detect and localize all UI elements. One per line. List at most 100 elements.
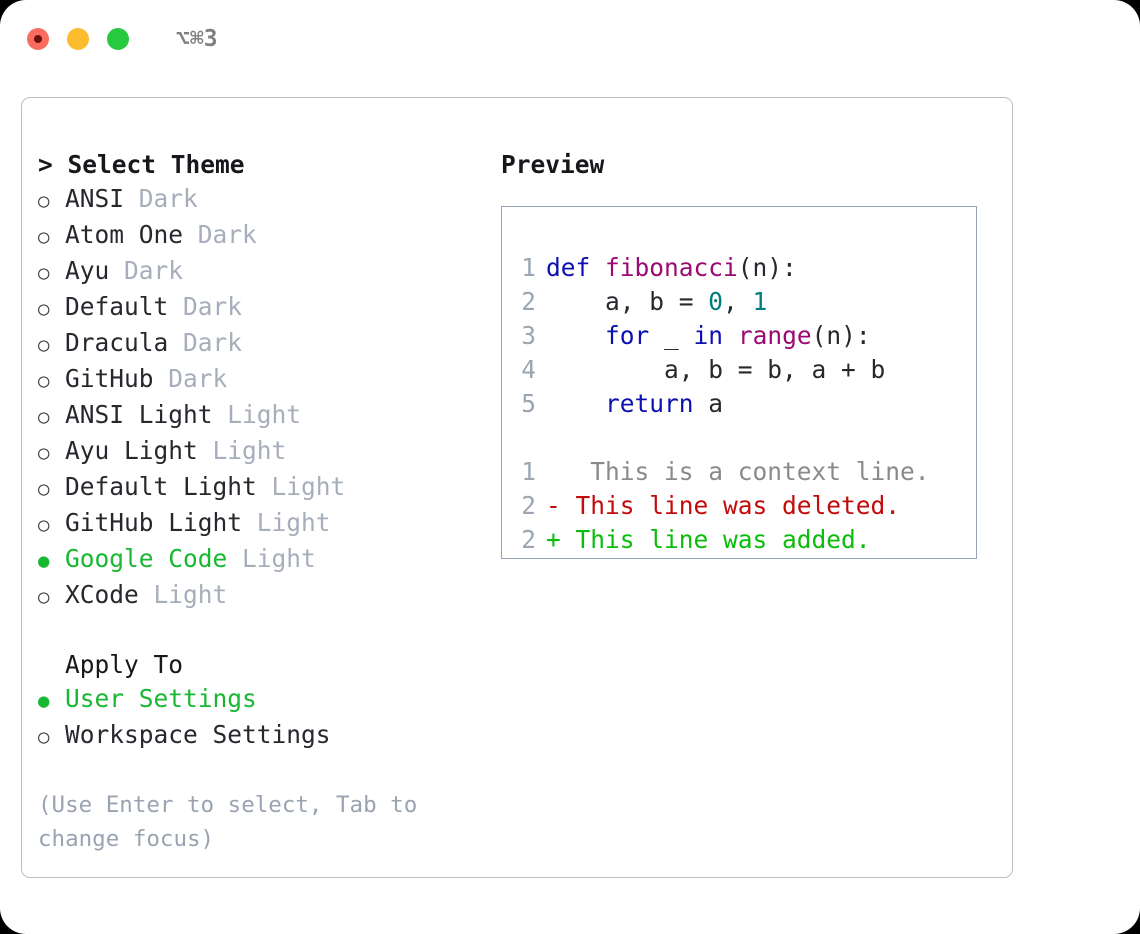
theme-option-xcode[interactable]: ○XCode Light — [38, 578, 478, 614]
window-titlebar: ⌥⌘3 — [0, 0, 1140, 78]
theme-variant-label: Light — [227, 400, 302, 429]
preview-heading: Preview — [501, 150, 605, 179]
theme-option-list: ○ANSI Dark○Atom One Dark○Ayu Dark○Defaul… — [38, 182, 478, 614]
theme-option-atom-one[interactable]: ○Atom One Dark — [38, 218, 478, 254]
close-window-button[interactable] — [27, 28, 49, 50]
label-gap — [213, 398, 228, 432]
code-line-content: return a — [546, 387, 723, 421]
code-token-plain — [723, 321, 738, 350]
theme-option-label: Default Light — [65, 472, 257, 501]
label-gap — [242, 506, 257, 540]
theme-variant-label: Dark — [124, 256, 184, 285]
label-gap — [168, 290, 183, 324]
code-token-kw: in — [693, 321, 724, 350]
theme-list-panel: > Select Theme ○ANSI Dark○Atom One Dark○… — [38, 148, 478, 856]
diff-line-ctx: 1 This is a context line. — [502, 455, 976, 489]
keyboard-shortcut-label: ⌥⌘3 — [176, 26, 218, 52]
theme-variant-label: Dark — [197, 220, 257, 249]
theme-option-ansi-light[interactable]: ○ANSI Light Light — [38, 398, 478, 434]
diff-marker: + — [546, 525, 561, 554]
code-line: 4 a, b = b, a + b — [502, 353, 976, 387]
theme-option-label: Default — [65, 292, 169, 321]
maximize-window-button[interactable] — [107, 28, 129, 50]
code-line-content: a, b = b, a + b — [546, 353, 885, 387]
label-gap — [168, 326, 183, 360]
line-number: 5 — [521, 389, 536, 418]
code-token-num: 1 — [752, 287, 768, 316]
line-number: 2 — [521, 525, 536, 554]
theme-variant-label: Dark — [183, 328, 243, 357]
theme-option-label: Dracula — [65, 328, 169, 357]
theme-option-label: Ayu Light — [65, 436, 198, 465]
diff-line-text: This line was deleted. — [560, 491, 901, 520]
theme-option-ayu[interactable]: ○Ayu Dark — [38, 254, 478, 290]
apply-to-option-list: ● User Settings ○Workspace Settings — [38, 682, 478, 754]
radio-unselected-icon: ○ — [38, 262, 50, 284]
theme-option-label: ANSI — [65, 184, 125, 213]
diff-sample: 1 This is a context line.2- This line wa… — [502, 455, 976, 557]
theme-option-label: ANSI Light — [65, 400, 213, 429]
code-token-plain: (n): — [737, 253, 797, 282]
line-number: 1 — [521, 253, 536, 282]
radio-unselected-icon: ○ — [38, 334, 50, 356]
code-token-kw: return — [605, 389, 694, 418]
code-token-plain: a, b = — [546, 287, 709, 316]
radio-unselected-icon: ○ — [38, 190, 50, 212]
label-gap — [198, 434, 213, 468]
radio-unselected-icon: ○ — [38, 370, 50, 392]
theme-option-label: Google Code — [65, 544, 228, 573]
code-token-fn: range — [737, 321, 812, 350]
apply-to-heading: Apply To — [65, 650, 184, 679]
apply-to-option-user-settings[interactable]: ● User Settings — [38, 682, 478, 718]
theme-option-google-code[interactable]: ●Google Code Light — [38, 542, 478, 578]
radio-selected-icon: ● — [38, 690, 50, 712]
theme-option-default[interactable]: ○Default Dark — [38, 290, 478, 326]
line-number: 3 — [521, 321, 536, 350]
code-line: 5 return a — [502, 387, 976, 421]
code-token-plain: a — [693, 389, 724, 418]
radio-unselected-icon: ○ — [38, 726, 50, 748]
theme-option-default-light[interactable]: ○Default Light Light — [38, 470, 478, 506]
code-line-content: def fibonacci(n): — [546, 251, 797, 285]
code-line: 3 for _ in range(n): — [502, 319, 976, 353]
theme-option-ansi[interactable]: ○ANSI Dark — [38, 182, 478, 218]
code-token-plain: , — [723, 287, 753, 316]
line-number: 2 — [521, 287, 536, 316]
code-token-plain — [590, 253, 605, 282]
label-gap — [139, 578, 154, 612]
diff-line-del: 2- This line was deleted. — [502, 489, 976, 523]
theme-variant-label: Light — [212, 436, 287, 465]
code-token-kw: for — [605, 321, 650, 350]
apply-to-option-label: User Settings — [65, 684, 257, 713]
code-line-content: a, b = 0, 1 — [546, 285, 767, 319]
theme-option-dracula[interactable]: ○ Dracula Dark — [38, 326, 478, 362]
theme-variant-label: Light — [242, 544, 316, 573]
traffic-light-group — [27, 28, 129, 50]
label-gap — [124, 182, 139, 216]
diff-line-add: 2+ This line was added. — [502, 523, 976, 557]
theme-option-label: XCode — [65, 580, 139, 609]
code-diff-gap — [502, 421, 976, 455]
theme-option-github[interactable]: ○GitHub Dark — [38, 362, 478, 398]
apply-to-option-workspace-settings[interactable]: ○Workspace Settings — [38, 718, 478, 754]
minimize-window-button[interactable] — [67, 28, 89, 50]
diff-marker — [546, 455, 561, 489]
radio-unselected-icon: ○ — [38, 514, 50, 536]
theme-option-github-light[interactable]: ○GitHub Light Light — [38, 506, 478, 542]
theme-variant-label: Light — [271, 472, 346, 501]
label-gap — [227, 542, 242, 576]
diff-line-text: This is a context line. — [560, 457, 930, 486]
code-token-plain: (n): — [811, 321, 871, 350]
theme-option-ayu-light[interactable]: ○Ayu Light Light — [38, 434, 478, 470]
code-line: 2 a, b = 0, 1 — [502, 285, 976, 319]
theme-variant-label: Light — [153, 580, 228, 609]
list-spacer — [38, 614, 478, 648]
code-token-num: 0 — [708, 287, 724, 316]
code-line-content: for _ in range(n): — [546, 319, 871, 353]
theme-option-label: Atom One — [65, 220, 184, 249]
code-token-fn: fibonacci — [605, 253, 738, 282]
